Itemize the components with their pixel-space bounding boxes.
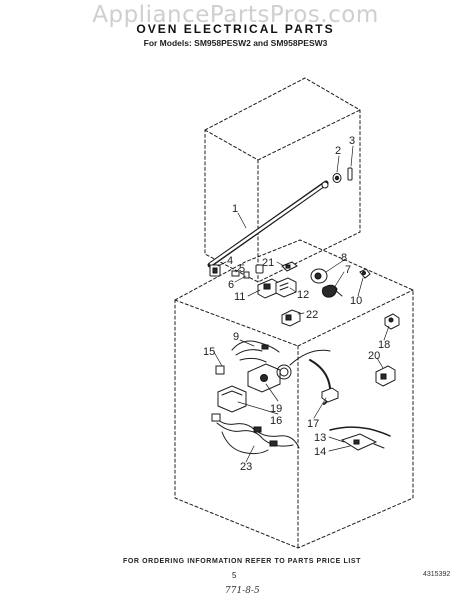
part-control-knobs [310,268,343,298]
part-wiring-harness-lower [211,413,300,455]
callout-16: 16 [270,415,282,427]
watermark: AppliancePartsPros.com [92,2,379,28]
part-thermostat [247,349,331,393]
part-door-switch [329,426,391,451]
callout-19: 19 [270,403,282,415]
callout-23: 23 [240,461,252,473]
callout-6: 6 [228,279,234,291]
callout-13: 13 [314,432,326,444]
callout-21: 21 [262,257,274,269]
part-broil-element [207,180,329,268]
callout-11: 11 [234,291,245,303]
callout-5: 5 [239,263,245,275]
callout-20: 20 [368,350,380,362]
callout-12: 12 [297,289,309,301]
part-terminal-blocks [209,264,264,279]
callout-numbers: 1 2 3 4 5 6 7 8 9 10 11 12 13 14 15 16 1… [203,135,390,473]
callout-17: 17 [307,418,319,430]
models-subtitle: For Models: SM958PESW2 and SM958PESW3 [143,38,328,48]
callout-7: 7 [345,264,351,276]
handwritten-note: 771-8-5 [225,586,260,596]
page-title: OVEN ELECTRICAL PARTS [136,22,335,36]
callout-3: 3 [349,135,355,147]
callout-2: 2 [335,145,341,157]
callout-14: 14 [314,446,326,458]
callout-18: 18 [378,339,390,351]
callout-22: 22 [306,309,318,321]
part-wiring-harness-upper [215,340,280,375]
part-grommet [384,313,400,330]
part-relay-cover [217,385,247,413]
part-clip [359,268,371,279]
part-small-screws [332,167,353,183]
upper-cabinet-outline [204,77,361,283]
part-selector-switch [275,277,297,298]
callout-8: 8 [341,252,347,264]
ordering-note: FOR ORDERING INFORMATION REFER TO PARTS … [123,558,362,565]
callout-leader-lines [213,145,390,463]
callout-15: 15 [203,346,215,358]
callout-9: 9 [233,331,239,343]
callout-1: 1 [232,203,238,215]
callout-4: 4 [227,255,233,267]
part-temperature-sensor [309,359,339,405]
part-bracket [281,261,298,272]
page-number: 5 [232,571,237,580]
part-lamp-socket [281,309,301,327]
document-number: 4315392 [423,571,451,578]
callout-10: 10 [350,295,362,307]
part-terminal-block-right [375,365,396,387]
